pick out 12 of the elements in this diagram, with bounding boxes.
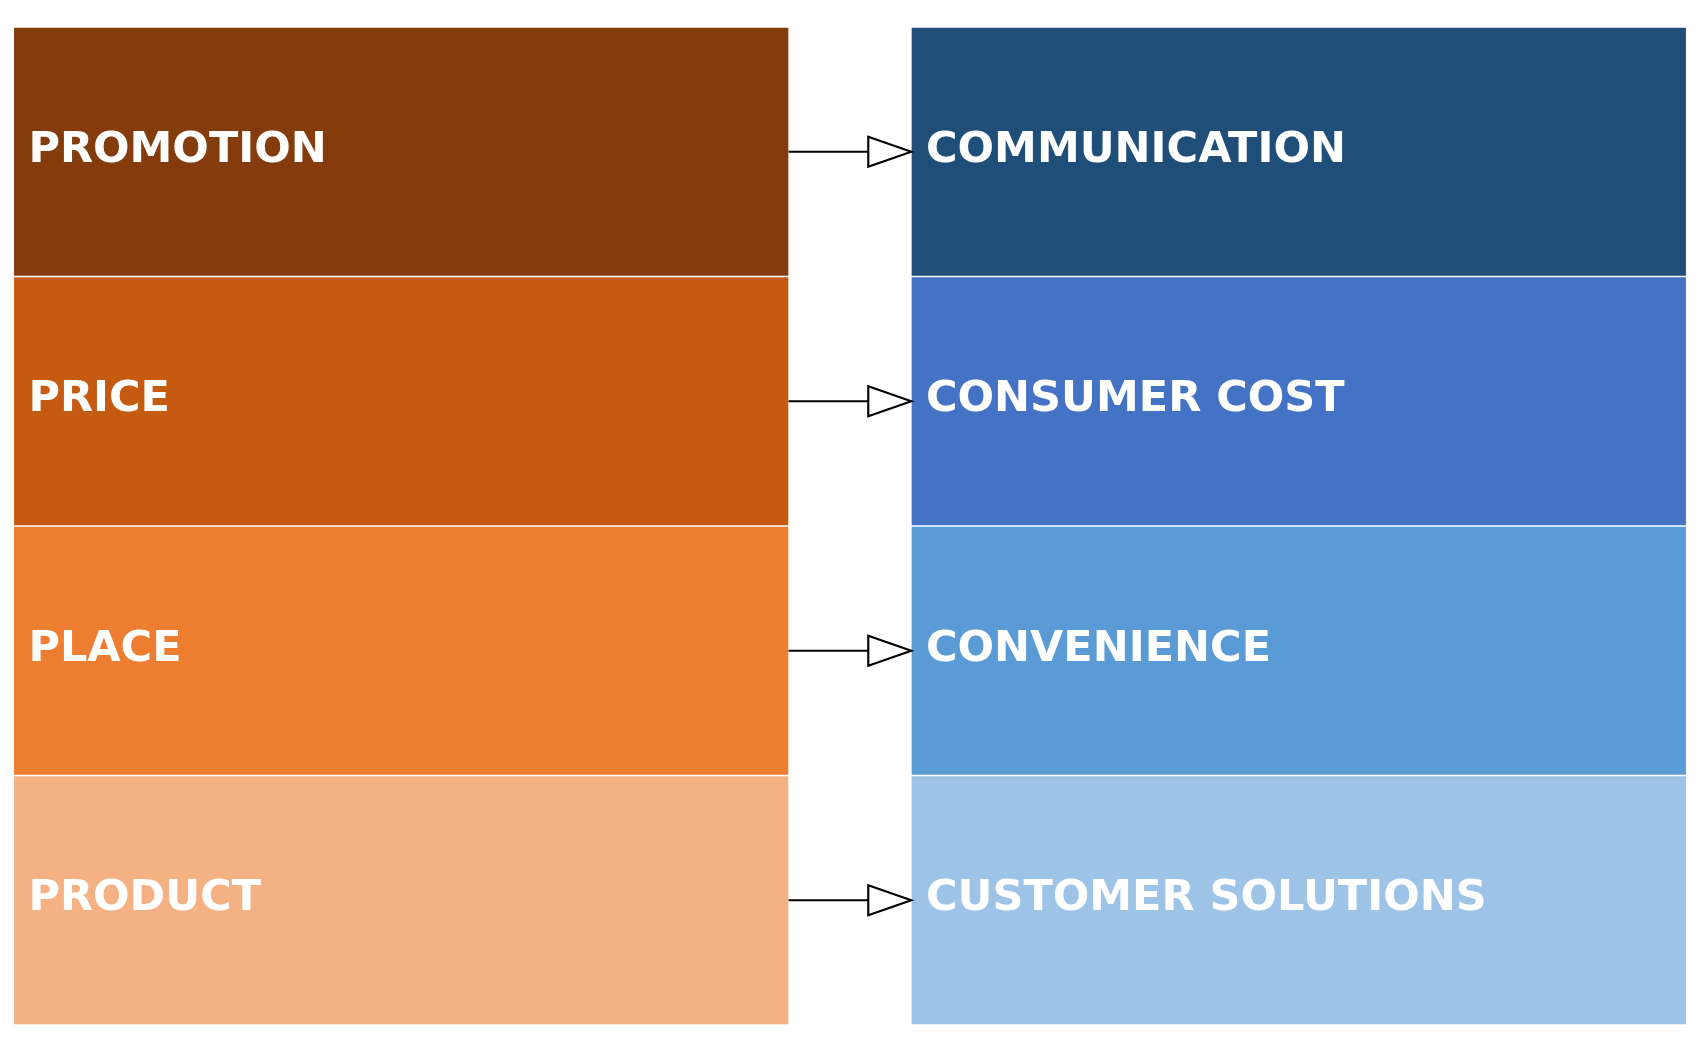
node-box: CONVENIENCE: [911, 526, 1686, 775]
node-box: COMMUNICATION: [911, 27, 1686, 276]
node-box: CONSUMER COST: [911, 276, 1686, 525]
node-box: PLACE: [14, 526, 789, 775]
arrow: [788, 134, 915, 168]
node-box: PRODUCT: [14, 775, 789, 1024]
node-box: PROMOTION: [14, 27, 789, 276]
arrow: [788, 384, 915, 418]
node-box: CUSTOMER SOLUTIONS: [911, 775, 1686, 1024]
arrow: [788, 883, 915, 917]
node-box: PRICE: [14, 276, 789, 525]
arrow: [788, 633, 915, 667]
